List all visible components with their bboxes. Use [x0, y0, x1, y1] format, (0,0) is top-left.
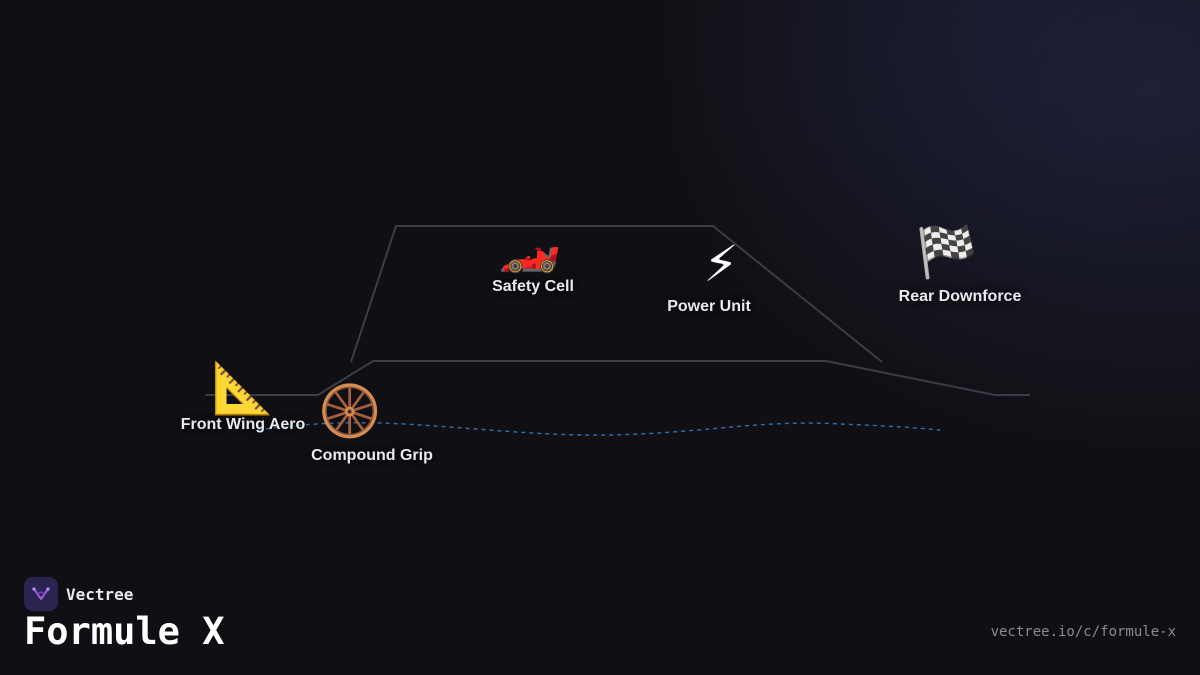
- node-label: Rear Downforce: [898, 288, 1022, 305]
- node-front-wing-aero: 📐 Front Wing Aero: [181, 360, 306, 434]
- car-body-outline: [205, 360, 1030, 396]
- car-cockpit-outline: [350, 225, 883, 363]
- vectree-logo-icon: [24, 577, 58, 611]
- node-compound-grip: 🛞 Compound Grip: [311, 383, 433, 465]
- brand-name: Vectree: [66, 584, 134, 604]
- page-title: Formule X: [24, 610, 225, 653]
- airflow-dashed-line: [257, 422, 941, 436]
- tire-wheel-icon: 🛞: [318, 382, 382, 440]
- racing-car-icon: 🏎️: [498, 217, 562, 275]
- node-safety-cell: 🏎️ Safety Cell: [492, 218, 574, 296]
- checkered-flag-icon: 🏁: [915, 223, 979, 281]
- source-url[interactable]: vectree.io/c/formule-x: [990, 624, 1176, 640]
- lightning-bolt-icon: ⚡: [703, 235, 739, 293]
- node-power-unit: ⚡ Power Unit: [667, 236, 751, 316]
- node-label: Compound Grip: [311, 447, 433, 464]
- node-label: Power Unit: [667, 298, 751, 315]
- brand: Vectree: [24, 577, 133, 611]
- node-rear-downforce: 🏁 Rear Downforce: [899, 224, 1022, 306]
- triangular-ruler-icon: 📐: [211, 359, 275, 417]
- node-label: Safety Cell: [492, 278, 574, 295]
- node-label: Front Wing Aero: [180, 416, 306, 433]
